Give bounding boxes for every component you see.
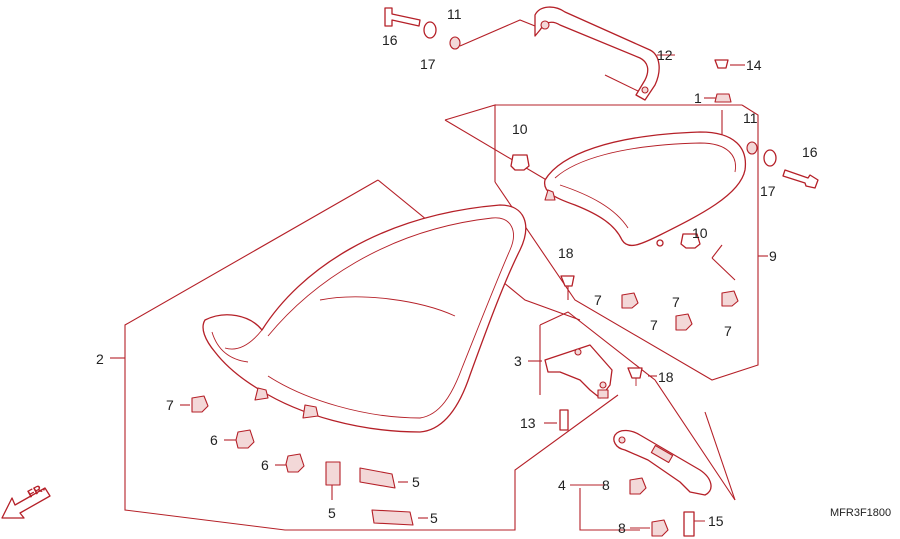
callout-5: 5 xyxy=(430,510,438,526)
callout-7: 7 xyxy=(594,292,602,308)
callout-15: 15 xyxy=(708,513,724,529)
main-seat xyxy=(202,204,527,433)
callout-4: 4 xyxy=(558,477,566,493)
passenger-seat xyxy=(543,131,747,247)
fasteners xyxy=(191,7,819,537)
callout-13: 13 xyxy=(520,415,536,431)
grab-rail xyxy=(534,6,660,101)
leader-lines xyxy=(110,19,768,531)
callout-16: 16 xyxy=(802,144,818,160)
callout-7: 7 xyxy=(166,397,174,413)
callout-6: 6 xyxy=(261,457,269,473)
diagram-code: MFR3F1800 xyxy=(830,507,891,519)
callout-16: 16 xyxy=(382,32,398,48)
callout-10: 10 xyxy=(512,121,528,137)
callout-10: 10 xyxy=(692,225,708,241)
callout-8: 8 xyxy=(602,477,610,493)
callout-5: 5 xyxy=(328,505,336,521)
callout-2: 2 xyxy=(96,351,104,367)
callout-7: 7 xyxy=(672,294,680,310)
callout-7: 7 xyxy=(650,317,658,333)
seat-bracket xyxy=(544,344,613,399)
callout-9: 9 xyxy=(769,248,777,264)
front-direction-arrow: FR. xyxy=(1,482,51,519)
callout-6: 6 xyxy=(210,432,218,448)
callout-5: 5 xyxy=(412,474,420,490)
callout-18: 18 xyxy=(658,369,674,385)
callout-labels: 16 17 11 12 14 1 11 16 17 10 10 9 18 7 7… xyxy=(96,6,818,536)
callout-3: 3 xyxy=(514,353,522,369)
callout-1: 1 xyxy=(694,90,702,106)
callout-14: 14 xyxy=(746,57,762,73)
callout-18: 18 xyxy=(558,245,574,261)
callout-17: 17 xyxy=(420,56,436,72)
bracket-stay xyxy=(613,429,712,496)
callout-17: 17 xyxy=(760,183,776,199)
callout-8: 8 xyxy=(618,520,626,536)
callout-11: 11 xyxy=(447,6,462,22)
callout-7: 7 xyxy=(724,323,732,339)
callout-12: 12 xyxy=(657,47,673,63)
callout-11: 11 xyxy=(743,110,758,126)
